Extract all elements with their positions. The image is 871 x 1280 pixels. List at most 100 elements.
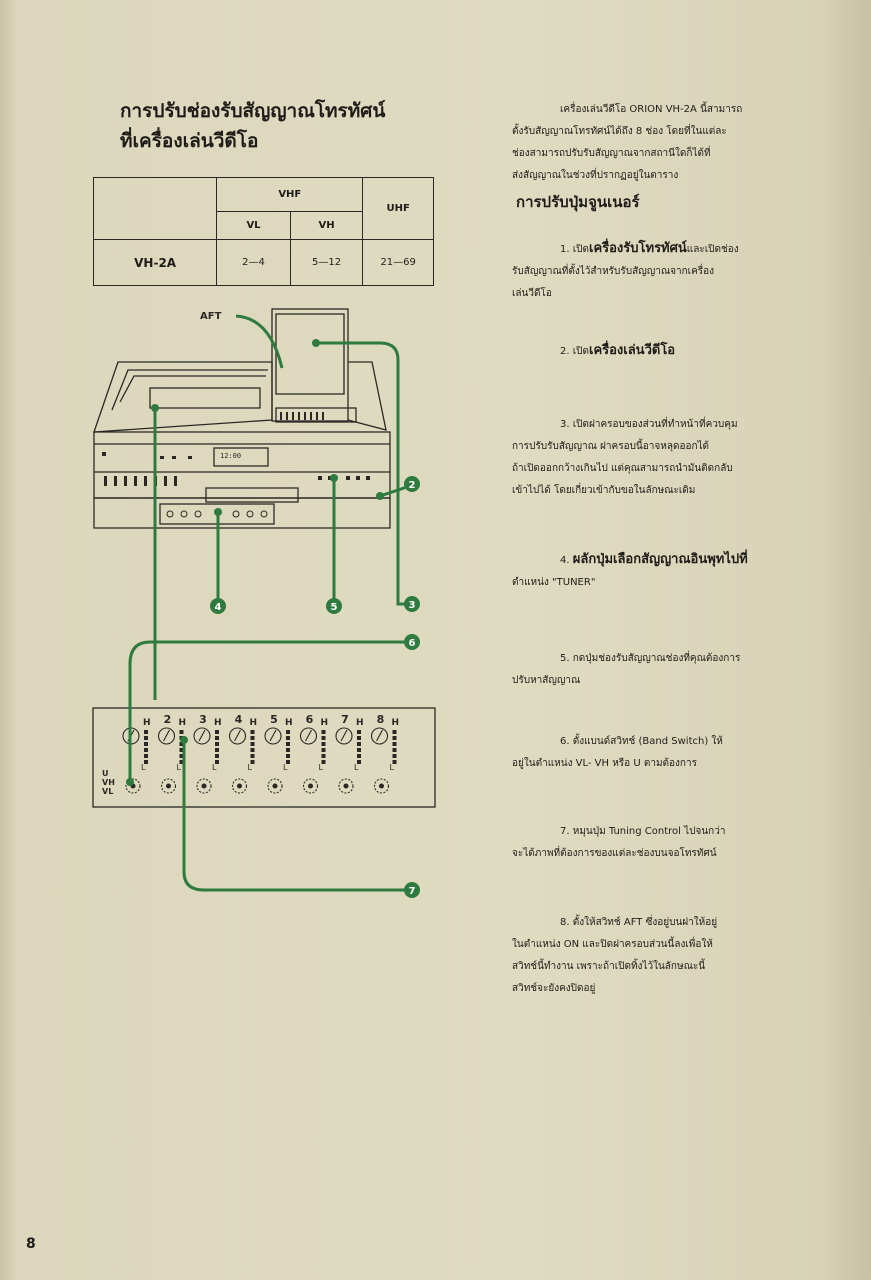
level-segment (144, 736, 148, 740)
step-1-line-2: รับสัญญาณที่ตั้งไว้สำหรับรับสัญญาณจากเคร… (512, 266, 715, 277)
tuning-dial-pointer (269, 729, 277, 742)
band-label-2: VH (102, 778, 115, 787)
tuning-dial-pointer (376, 729, 383, 742)
level-segment (392, 754, 397, 758)
level-segment (250, 754, 255, 758)
step-1-number: 1. (560, 244, 570, 255)
vcr-display-text: 12:00 (220, 452, 241, 460)
step-1-word: เปิด (572, 244, 589, 255)
intro-paragraph: เครื่องเล่นวีดีโอ ORION VH-2A นี้สามารถ … (512, 99, 792, 187)
level-segment (286, 730, 290, 734)
level-segment (144, 730, 148, 734)
step-6-line-1: ตั้งแบนด์สวิทช์ (Band Switch) ให้ (572, 736, 723, 747)
step-2-emphasis: เครื่องเล่นวีดีโอ (589, 343, 676, 358)
step-8-line-2: ในตำแหน่ง ON และปิดฝาครอบส่วนนี้ลงเพื่อใ… (512, 939, 713, 950)
l-label: L (248, 763, 253, 772)
callout-4: 4 (210, 598, 226, 614)
level-segment (215, 736, 219, 740)
vcr-panel-details (102, 412, 370, 518)
step-8-number: 8. (560, 917, 570, 928)
step-3-line-4: เข้าไปได้ โดยเกี่ยวเข้ากับขอในลักษณะเดิม (512, 485, 696, 496)
level-segment (215, 748, 219, 752)
step-5-line-2: ปรับหาสัญญาณ (512, 675, 581, 686)
level-segment (392, 736, 397, 740)
band-switch-1 (125, 778, 141, 794)
level-segment (357, 754, 361, 758)
callout-6: 6 (404, 634, 420, 650)
level-segment (321, 730, 326, 734)
band-switch-center (236, 783, 243, 789)
level-segment (144, 742, 148, 746)
level-segment (321, 754, 326, 758)
step-2: 2. เปิดเครื่องเล่นวีดีโอ (512, 340, 792, 363)
level-segment (357, 760, 361, 764)
step-2-word: เปิด (572, 346, 589, 357)
step-8-line-3: สวิทช์นี้ทำงาน เพราะถ้าเปิดทิ้งไว้ในลักษ… (512, 961, 706, 972)
step-3-line-1: เปิดฝาครอบของส่วนที่ทำหน้าที่ควบคุม (572, 419, 738, 430)
vcr-body (93, 308, 391, 529)
level-segment (286, 760, 290, 764)
h-label: H (250, 718, 258, 728)
callout-2-label: 2 (409, 480, 416, 491)
leader-dots (126, 339, 384, 786)
h-label: H (392, 718, 400, 728)
h-label: H (285, 718, 293, 728)
callout-badges: 2 3 4 5 6 7 (210, 476, 420, 898)
level-segment (179, 748, 184, 752)
level-segment (179, 760, 184, 764)
band-switch-3 (196, 778, 212, 794)
level-segment (215, 730, 219, 734)
dial-number-3: 3 (199, 713, 207, 726)
step-3-line-2: การปรับรับสัญญาณ ฝาครอบนี้อาจหลุดออกได้ (512, 441, 710, 452)
l-label: L (319, 763, 324, 772)
tuner-subheading: การปรับปุ่มจูนเนอร์ (516, 193, 640, 211)
step-8-line-1: ตั้งให้สวิทช์ AFT ซึ่งอยู่บนฝาให้อยู่ (572, 917, 718, 928)
step-7: 7. หมุนปุ่ม Tuning Control ไปจนกว่า จะได… (512, 821, 792, 865)
page-number: 8 (26, 1236, 36, 1252)
level-segment (321, 748, 326, 752)
step-7-line-1: หมุนปุ่ม Tuning Control ไปจนกว่า (572, 826, 726, 837)
title-line-1: การปรับช่องรับสัญญาณโทรทัศน์ (120, 100, 386, 122)
h-label: H (179, 718, 187, 728)
step-6-number: 6. (560, 736, 570, 747)
level-segment (286, 748, 290, 752)
band-switch-5 (267, 778, 283, 794)
callout-3: 3 (404, 596, 420, 612)
level-segment (286, 754, 290, 758)
step-6-line-2: อยู่ในตำแหน่ง VL- VH หรือ U ตามต้องการ (512, 758, 697, 769)
l-label: L (283, 763, 288, 772)
callout-6-label: 6 (409, 638, 416, 649)
level-segment (392, 748, 397, 752)
step-4-line-2: ตำแหน่ง "TUNER" (512, 577, 596, 588)
level-segment (321, 736, 326, 740)
tuning-dial-pointer (234, 729, 241, 742)
level-segment (250, 736, 255, 740)
step-7-line-2: จะได้ภาพที่ต้องการของแต่ละช่องบนจอโทรทัศ… (512, 848, 717, 859)
band-switch-center (165, 783, 172, 789)
step-8-line-4: สวิทช์จะยังคงปิดอยู่ (512, 983, 596, 994)
band-label-1: U (102, 769, 109, 778)
step-5-number: 5. (560, 653, 570, 664)
table-header-uhf: UHF (362, 177, 434, 240)
dial-number-4: 4 (235, 713, 243, 726)
callout-3-label: 3 (409, 600, 416, 611)
tuning-dial-pointer (305, 729, 312, 742)
band-switch-center (201, 783, 207, 789)
callout-2: 2 (404, 476, 420, 492)
level-segment (179, 754, 184, 758)
level-segment (321, 760, 326, 764)
l-label: L (390, 763, 395, 772)
step-5-line-1: กดปุ่มช่องรับสัญญาณช่องที่คุณต้องการ (572, 653, 741, 664)
tuning-dial-6 (299, 727, 318, 745)
h-label: H (143, 718, 151, 728)
level-segment (144, 760, 148, 764)
step-3: 3. เปิดฝาครอบของส่วนที่ทำหน้าที่ควบคุม ก… (512, 414, 792, 502)
l-label: L (177, 763, 182, 772)
step-1-line-3: เล่นวีดีโอ (512, 288, 552, 299)
tuning-dial-pointer (198, 729, 206, 742)
tuning-dial-4 (228, 727, 247, 745)
callout-5: 5 (326, 598, 342, 614)
aft-label: AFT (200, 311, 222, 322)
